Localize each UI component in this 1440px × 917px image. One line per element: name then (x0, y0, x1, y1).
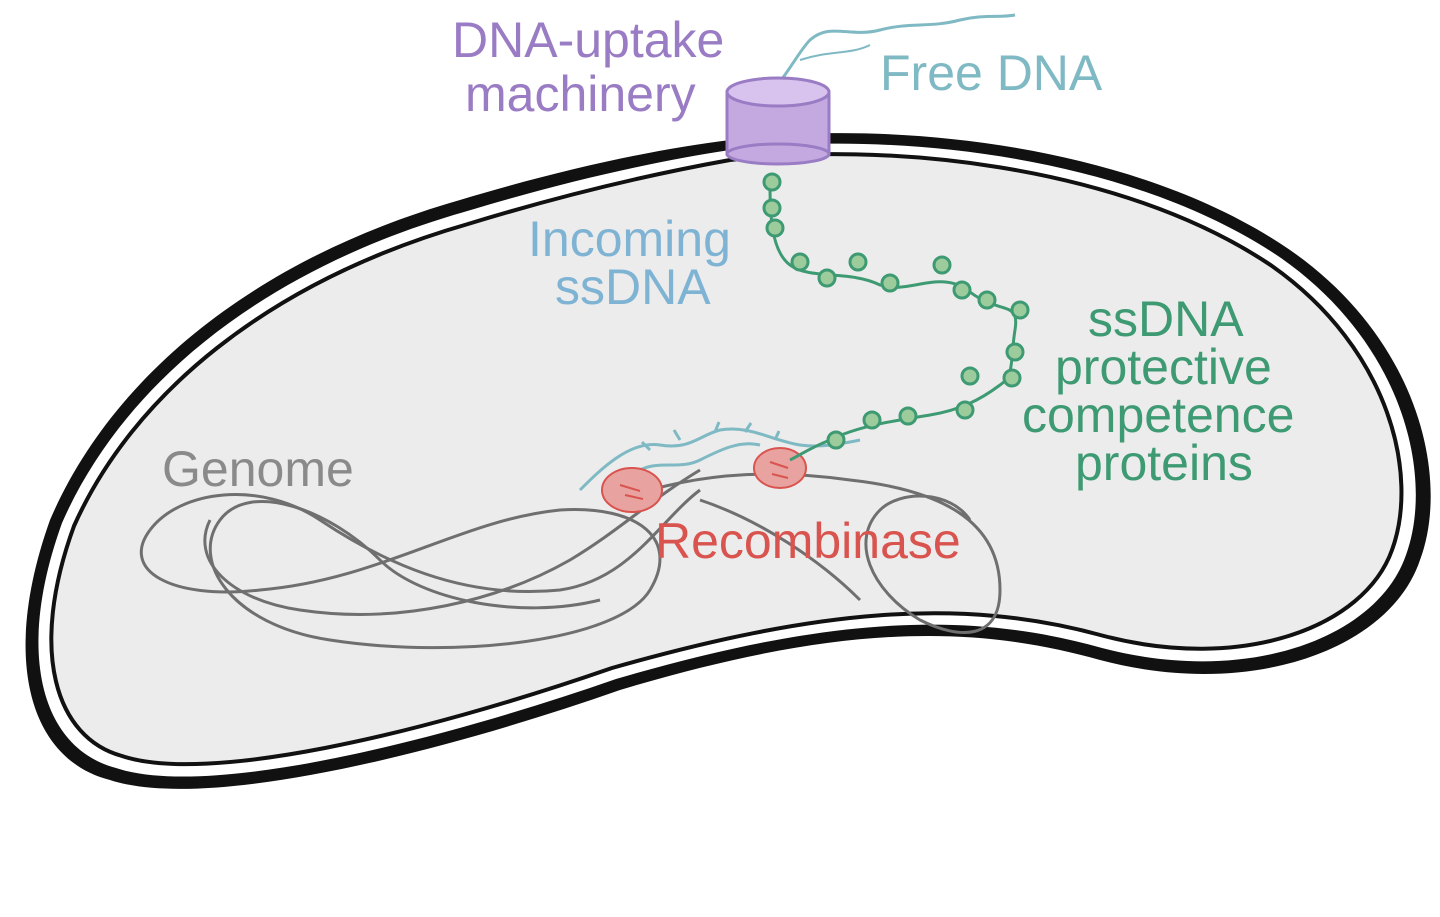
cell-cytoplasm (49, 152, 1404, 767)
label-genome: Genome (162, 441, 354, 497)
dna-uptake-machinery (725, 76, 831, 166)
recombinase-proteins (601, 447, 807, 513)
label-protective-line3: competence (1022, 387, 1294, 443)
label-protective-line2: protective (1055, 339, 1272, 395)
label-uptake-line1: DNA-uptake (452, 12, 724, 68)
label-recombinase: Recombinase (655, 513, 961, 569)
label-uptake-line2: machinery (465, 66, 696, 122)
label-incoming-line2: ssDNA (555, 259, 711, 315)
label-free-dna: Free DNA (880, 45, 1103, 101)
label-protective-line1: ssDNA (1088, 291, 1244, 347)
label-incoming-line1: Incoming (528, 211, 731, 267)
free-dna-strand (773, 13, 1016, 89)
recombinase-blob-1 (601, 467, 663, 513)
label-protective-line4: proteins (1075, 435, 1253, 491)
incoming-ssdna-strand (578, 421, 861, 492)
ssb-protein-beads (762, 172, 1030, 450)
